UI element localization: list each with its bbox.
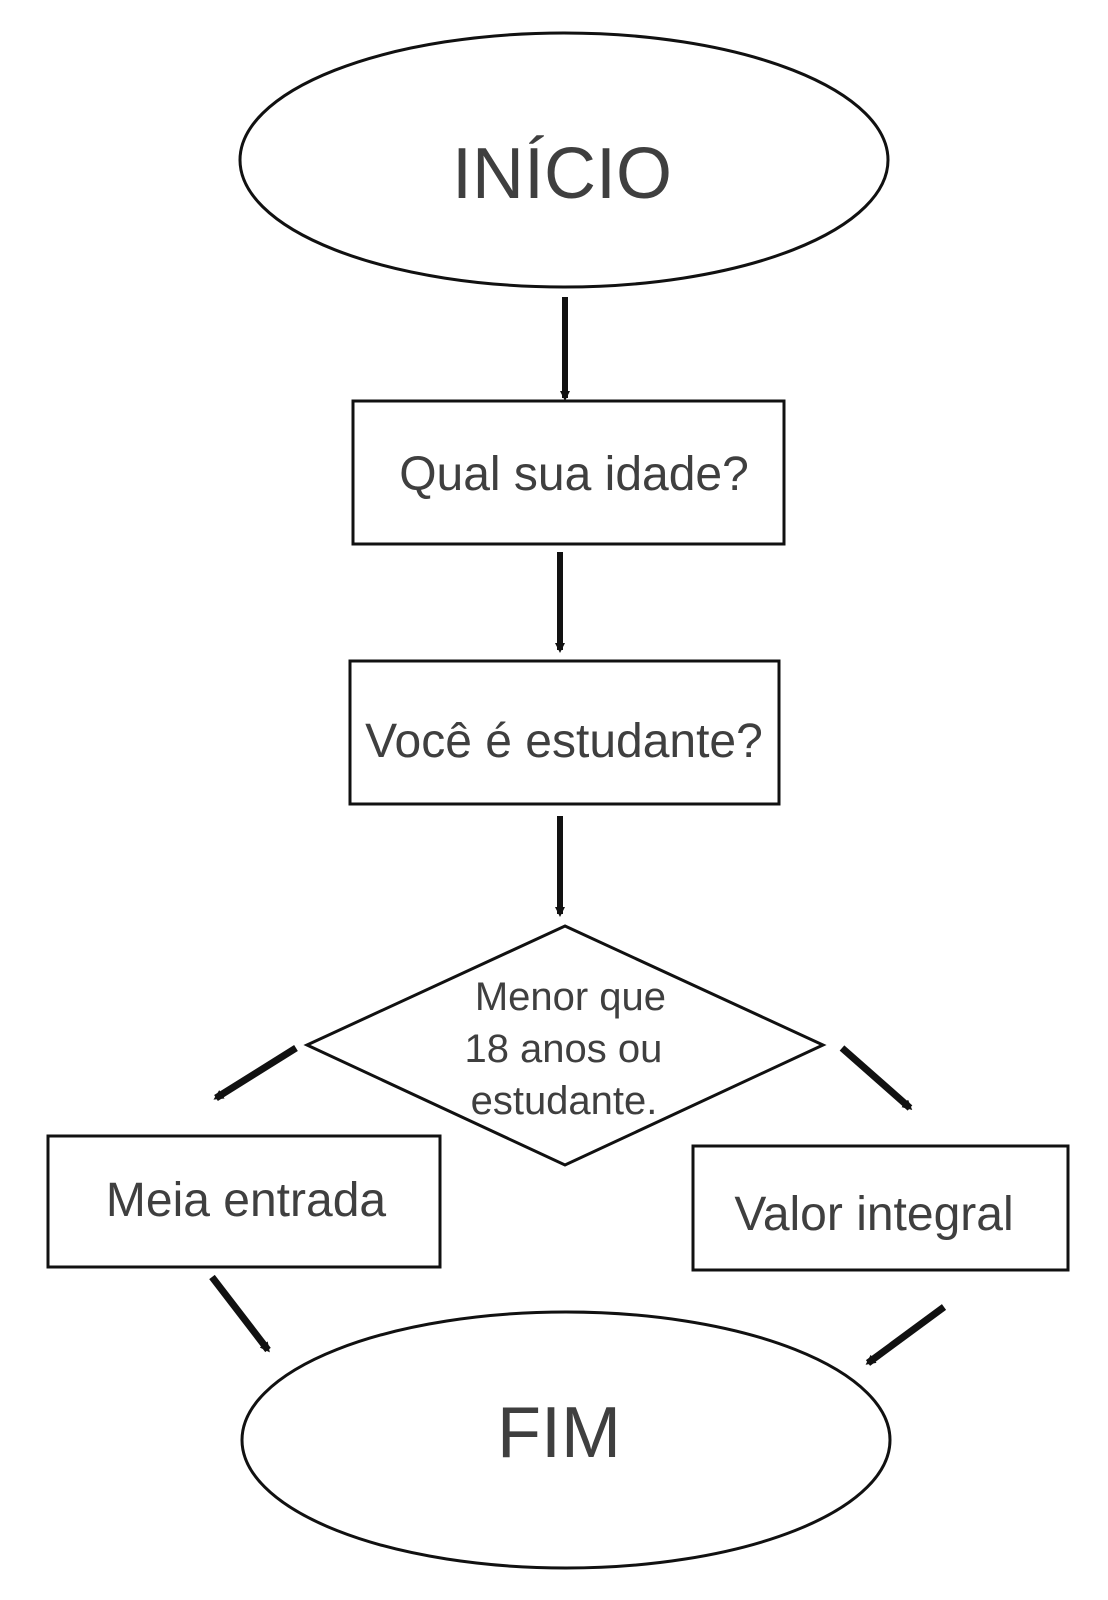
decision-label-line-1: Menor que (475, 975, 666, 1019)
full-price-label: Valor integral (734, 1188, 1013, 1241)
student-question-label: Você é estudante? (365, 715, 763, 768)
decision-label: Menor que 18 anos ou estudante. (464, 975, 677, 1123)
decision-node: Menor que 18 anos ou estudante. (303, 924, 827, 1167)
arrow-decision-to-right (839, 1045, 913, 1111)
arrow-left-to-end (209, 1274, 271, 1353)
arrow-decision-to-left (213, 1045, 298, 1101)
age-question-label: Qual sua idade? (399, 448, 749, 501)
end-ellipse (240, 1310, 892, 1570)
student-question-node: Você é estudante? (348, 659, 781, 806)
end-node: FIM (240, 1310, 892, 1570)
half-price-box (46, 1134, 442, 1269)
age-question-box (351, 399, 786, 546)
age-question-node: Qual sua idade? (351, 399, 786, 546)
full-price-box (691, 1144, 1070, 1272)
student-question-box (348, 659, 781, 806)
full-price-node: Valor integral (691, 1144, 1070, 1272)
half-price-node: Meia entrada (46, 1134, 442, 1269)
half-price-label: Meia entrada (106, 1174, 386, 1227)
start-label: INÍCIO (452, 134, 672, 214)
start-ellipse (238, 31, 890, 289)
arrow-right-to-end (865, 1304, 947, 1366)
decision-label-line-3: estudante. (471, 1079, 658, 1123)
decision-diamond (303, 924, 827, 1167)
decision-label-line-2: 18 anos ou (464, 1027, 662, 1071)
end-label: FIM (497, 1393, 621, 1473)
start-node: INÍCIO (238, 31, 890, 289)
